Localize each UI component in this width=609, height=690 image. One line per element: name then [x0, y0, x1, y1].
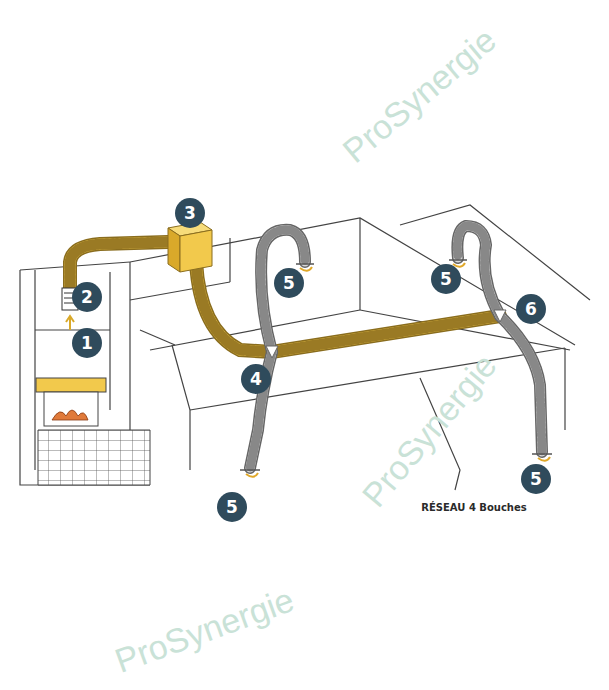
- callout-number: 2: [72, 282, 102, 312]
- callout-number: 3: [175, 198, 205, 228]
- watermark: ProSynergie: [336, 20, 504, 170]
- tiled-floor: [38, 430, 150, 485]
- callout-number: 4: [241, 364, 271, 394]
- callout-number: 6: [516, 294, 546, 324]
- stove: [36, 378, 106, 426]
- branch-duct: [250, 226, 542, 468]
- main-duct: [70, 242, 500, 352]
- callout-number: 5: [217, 492, 247, 522]
- room-outline: [20, 205, 590, 490]
- callout-number: 5: [431, 264, 461, 294]
- extraction-unit: [168, 222, 212, 272]
- watermark: ProSynergie: [355, 346, 505, 514]
- callout-number: 5: [274, 268, 304, 298]
- callout-number: 5: [521, 464, 551, 494]
- network-caption: RÉSEAU 4 Bouches: [421, 502, 526, 513]
- callout-number: 1: [72, 328, 102, 358]
- watermark: ProSynergie: [110, 580, 299, 681]
